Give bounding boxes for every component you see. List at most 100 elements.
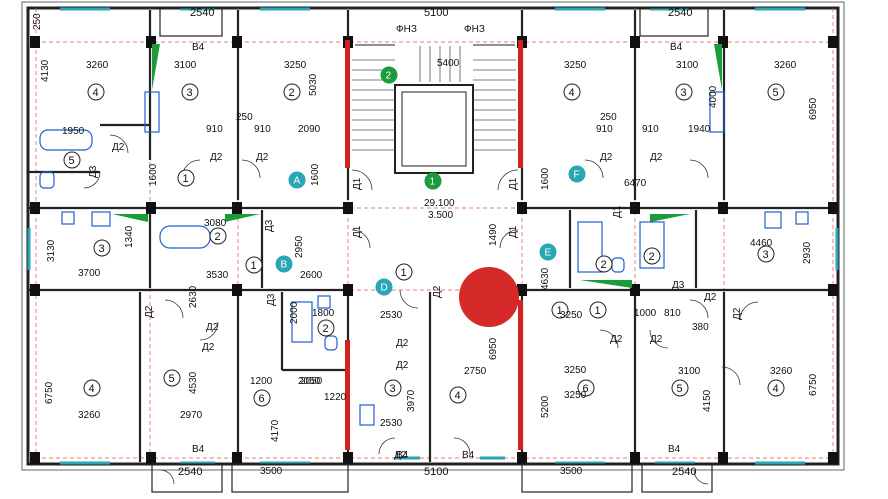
dimension-label: 250 (236, 112, 253, 123)
balcony-tag: В4 (670, 42, 683, 53)
room-number-circle (563, 83, 581, 101)
door-tag: Д2 (396, 360, 409, 371)
door-tag: Д3 (672, 280, 685, 291)
room-number: 1 (401, 267, 407, 279)
dimension-label: 2050 (298, 376, 321, 387)
door-tag: Д2 (112, 142, 125, 153)
dimension-label: 4150 (702, 389, 713, 412)
door-tag: Д1 (508, 225, 519, 238)
dimension-label: 2530 (380, 418, 403, 429)
door-tag: Д1 (352, 225, 363, 238)
dimension-label: 3100 (174, 60, 197, 71)
room-number-circle (675, 83, 693, 101)
door-tag: Д2 (206, 322, 219, 333)
dimension-label: 250 (600, 112, 617, 123)
dimension-label: 3260 (774, 60, 797, 71)
zone-badge (288, 171, 306, 189)
dimension-label: 6750 (808, 373, 819, 396)
room-number: 6 (583, 383, 589, 395)
dimension-label: 2630 (188, 285, 199, 308)
stair-level-mark-2: 3.500 (428, 210, 453, 221)
balcony-tag: В4 (192, 42, 205, 53)
dimension-label: 4630 (540, 267, 551, 290)
dimension-label: 3500 (260, 466, 283, 477)
dimension-frame (21, 1, 845, 471)
room-number: 3 (763, 249, 769, 261)
dimension-label: 3260 (770, 366, 793, 377)
room-number: 3 (187, 87, 193, 99)
door-tag: Д2 (610, 334, 623, 345)
zone-badge (375, 278, 393, 296)
stair-dim: 5400 (437, 58, 460, 69)
door-tag: Д2 (210, 152, 223, 163)
door-tag: Д1 (352, 177, 363, 190)
zone-badge-label: F (574, 170, 580, 181)
bottom-dim-left: 2540 (178, 466, 202, 478)
stair-core (355, 44, 515, 174)
dimension-label: 3080 (204, 218, 227, 229)
room-number-circle (177, 169, 195, 187)
room-number-circle (595, 255, 613, 273)
dimension-label: 2930 (802, 241, 813, 264)
stair-steps (352, 46, 516, 151)
door-tag: Д1 (612, 205, 623, 218)
windows (27, 7, 839, 465)
room-number-circle (384, 379, 402, 397)
room-number: 4 (93, 87, 99, 99)
room-number: 4 (89, 383, 95, 395)
dimension-label: 3250 (564, 390, 587, 401)
room-number-circle (163, 369, 181, 387)
room-number-circle (209, 227, 227, 245)
bottom-dim-center: 5100 (424, 466, 448, 478)
dimension-label: 3250 (564, 365, 587, 376)
balcony-tag: В4 (668, 444, 681, 455)
top-dim-right: 2540 (668, 7, 692, 19)
dimension-label: 910 (596, 124, 613, 135)
door-tag: Д2 (202, 342, 215, 353)
door-tag: Д2 (600, 152, 613, 163)
room-number: 4 (773, 383, 779, 395)
room-number-circle (181, 83, 199, 101)
zone-badge (275, 255, 293, 273)
zone-badge-label: D (381, 283, 388, 294)
location-marker[interactable] (459, 267, 519, 327)
room-number-circle (589, 301, 607, 319)
door-tag: Д3 (266, 293, 277, 306)
dimension-label: 3260 (86, 60, 109, 71)
room-number: 5 (677, 383, 683, 395)
dimension-label: 5030 (308, 73, 319, 96)
dimension-label: 2090 (298, 124, 321, 135)
top-dim-left: 2540 (190, 7, 214, 19)
dimension-label: 4000 (708, 85, 719, 108)
dimension-label: 3530 (206, 270, 229, 281)
door-tag: Д2 (432, 285, 443, 298)
dimension-label: 910 (642, 124, 659, 135)
room-number: 4 (455, 390, 461, 402)
dimension-label: 2950 (294, 235, 305, 258)
dimension-label: 250 (32, 13, 43, 30)
dimension-label: 4170 (270, 419, 281, 442)
bathroom-fixtures (39, 91, 809, 426)
room-number-circle (63, 151, 81, 169)
door-tag: Д2 (256, 152, 269, 163)
door-tag: Д2 (396, 338, 409, 349)
door-tag: Д3 (264, 219, 275, 232)
dimension-label: 1200 (250, 376, 273, 387)
dimension-label: 2530 (380, 310, 403, 321)
stair-label-right: ФНЗ (464, 24, 485, 35)
room-number: 3 (681, 87, 687, 99)
zone-badge (424, 172, 442, 190)
room-number-circle (317, 319, 335, 337)
zone-badge (568, 165, 586, 183)
dimension-label: 6950 (808, 97, 819, 120)
room-number-circle (671, 379, 689, 397)
dimension-label: 6470 (624, 178, 647, 189)
dimension-label: 3250 (560, 310, 583, 321)
dimension-label: 3260 (78, 410, 101, 421)
dimension-label: 4460 (750, 238, 773, 249)
zone-badge-label: 2 (386, 71, 392, 82)
dimension-label: 2970 (180, 410, 203, 421)
room-number-circle (449, 386, 467, 404)
